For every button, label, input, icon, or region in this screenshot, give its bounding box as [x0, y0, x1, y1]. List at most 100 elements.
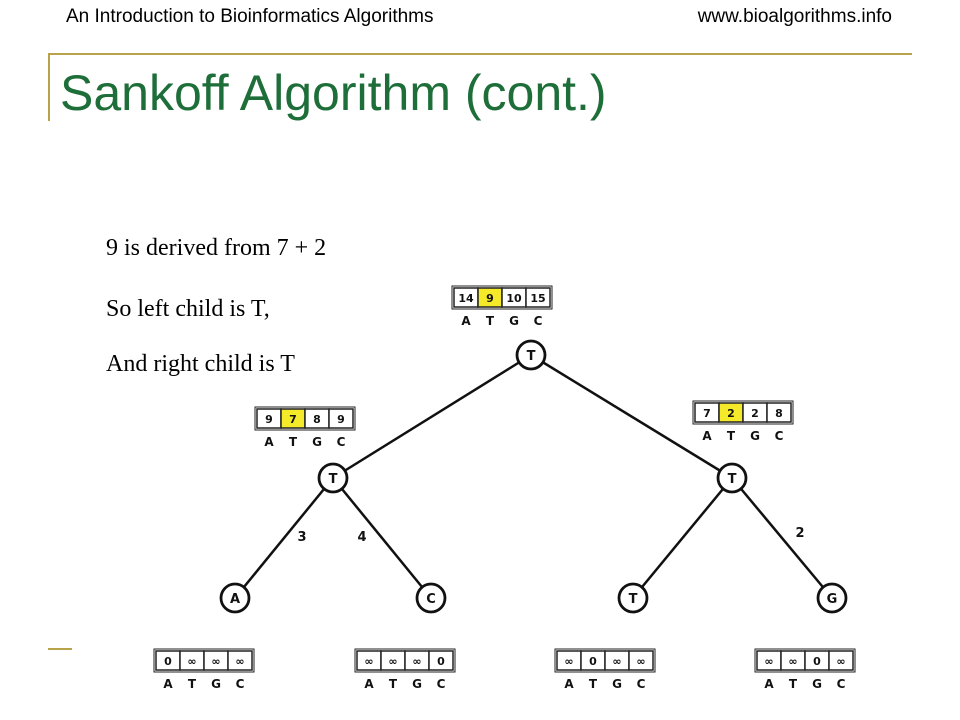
left-internal-table-frame: [254, 406, 356, 431]
leaf-table-3-frame: [754, 648, 856, 673]
leaf-table-1-score: ∞: [412, 655, 421, 668]
leaf-table-0-base: T: [188, 677, 197, 691]
tree-node-right_internal: [716, 462, 748, 494]
header-course-title: An Introduction to Bioinformatics Algori…: [66, 6, 434, 27]
leaf-table-1-frame: [354, 648, 456, 673]
left-internal-table-base: A: [264, 435, 274, 449]
tree-node-leaf0: [219, 582, 251, 614]
note-right-child: And right child is T: [106, 351, 295, 377]
tree-node-leaf2: [617, 582, 649, 614]
leaf-table-1-score: 0: [437, 655, 445, 668]
tree-node-leaf1: [415, 582, 447, 614]
right-internal-table-base: C: [775, 429, 784, 443]
leaf-table-3-base: C: [837, 677, 846, 691]
leaf-table-3-score: ∞: [788, 655, 797, 668]
tree-node-leaf3: [816, 582, 848, 614]
title-rule-top: [48, 53, 912, 55]
node-label: G: [827, 592, 838, 607]
leaf-table-2-base: A: [564, 677, 574, 691]
tree-node-root: [515, 339, 547, 371]
right-internal-table-base: G: [750, 429, 760, 443]
left-internal-table-score: 8: [313, 413, 321, 426]
title-rule-left: [48, 53, 50, 121]
node-label: A: [230, 592, 240, 607]
root-table-base: G: [509, 314, 519, 328]
leaf-table-3-score: 0: [813, 655, 821, 668]
leaf-table-0-base: G: [211, 677, 221, 691]
leaf-table-0-base: C: [236, 677, 245, 691]
root-table-score: 9: [486, 292, 494, 305]
note-derivation: 9 is derived from 7 + 2: [106, 235, 327, 261]
left-internal-table-base: T: [289, 435, 298, 449]
right-internal-table-base: A: [702, 429, 712, 443]
left-internal-table-score: 9: [265, 413, 273, 426]
root-table-base: C: [534, 314, 543, 328]
leaf-table-0-score: ∞: [235, 655, 244, 668]
leaf-table-2-frame: [554, 648, 656, 673]
slide-title: Sankoff Algorithm (cont.): [60, 65, 607, 121]
root-table-base: A: [461, 314, 471, 328]
leaf-table-2-base: G: [612, 677, 622, 691]
leaf-table-0-frame: [153, 648, 255, 673]
leaf-table-0-cell: [227, 650, 253, 671]
left-internal-table-cell: [328, 408, 354, 429]
right-internal-table-score: 2: [751, 407, 759, 420]
edge-root-left_internal: [332, 353, 532, 480]
leaf-table-2-score: ∞: [636, 655, 645, 668]
root-table-cell: [525, 287, 551, 308]
root-table-score: 14: [458, 292, 474, 305]
node-label: T: [527, 349, 536, 364]
root-table-frame: [451, 285, 553, 310]
right-internal-table-score: 8: [775, 407, 783, 420]
tree-node-left_internal: [317, 462, 349, 494]
leaf-table-0-score: 0: [164, 655, 172, 668]
left-internal-table-score: 7: [289, 413, 297, 426]
node-label: T: [629, 592, 638, 607]
leaf-table-1-base: T: [389, 677, 398, 691]
leaf-table-2-score: ∞: [564, 655, 573, 668]
left-internal-table-base: G: [312, 435, 322, 449]
leaf-table-3-base: G: [812, 677, 822, 691]
note-left-child: So left child is T,: [106, 296, 270, 322]
leaf-table-1-base: C: [437, 677, 446, 691]
right-internal-table-cell: [766, 402, 792, 423]
leaf-table-1-score: ∞: [388, 655, 397, 668]
edge-right_internal-leaf3: [731, 477, 833, 599]
footer-rule: [48, 648, 72, 650]
root-table-score: 15: [530, 292, 545, 305]
edge-right_internal-leaf2: [632, 477, 733, 599]
root-table-base: T: [486, 314, 495, 328]
header-website: www.bioalgorithms.info: [697, 6, 892, 27]
leaf-table-3-base: T: [789, 677, 798, 691]
edge-left_internal-leaf1: [332, 477, 432, 599]
edge-cost-label: 2: [795, 526, 804, 541]
node-label: T: [329, 472, 338, 487]
leaf-table-2-cell: [628, 650, 654, 671]
edge-cost-label: 4: [357, 530, 366, 545]
node-label: T: [728, 472, 737, 487]
left-internal-table-base: C: [337, 435, 346, 449]
leaf-table-2-base: T: [589, 677, 598, 691]
right-internal-table-base: T: [727, 429, 736, 443]
leaf-table-2-score: ∞: [612, 655, 621, 668]
leaf-table-2-base: C: [637, 677, 646, 691]
node-label: C: [426, 592, 436, 607]
edge-root-right_internal: [530, 353, 733, 480]
right-internal-table-score: 7: [703, 407, 711, 420]
root-table-score: 10: [506, 292, 522, 305]
leaf-table-2-score: 0: [589, 655, 597, 668]
leaf-table-1-cell: [428, 650, 454, 671]
right-internal-table-frame: [692, 400, 794, 425]
leaf-table-1-base: A: [364, 677, 374, 691]
edge-left_internal-leaf0: [234, 477, 334, 599]
leaf-table-3-score: ∞: [836, 655, 845, 668]
edge-cost-label: 3: [297, 530, 306, 545]
leaf-table-3-cell: [828, 650, 854, 671]
leaf-table-0-score: ∞: [187, 655, 196, 668]
leaf-table-1-base: G: [412, 677, 422, 691]
leaf-table-0-base: A: [163, 677, 173, 691]
leaf-table-1-score: ∞: [364, 655, 373, 668]
leaf-table-3-score: ∞: [764, 655, 773, 668]
leaf-table-3-base: A: [764, 677, 774, 691]
